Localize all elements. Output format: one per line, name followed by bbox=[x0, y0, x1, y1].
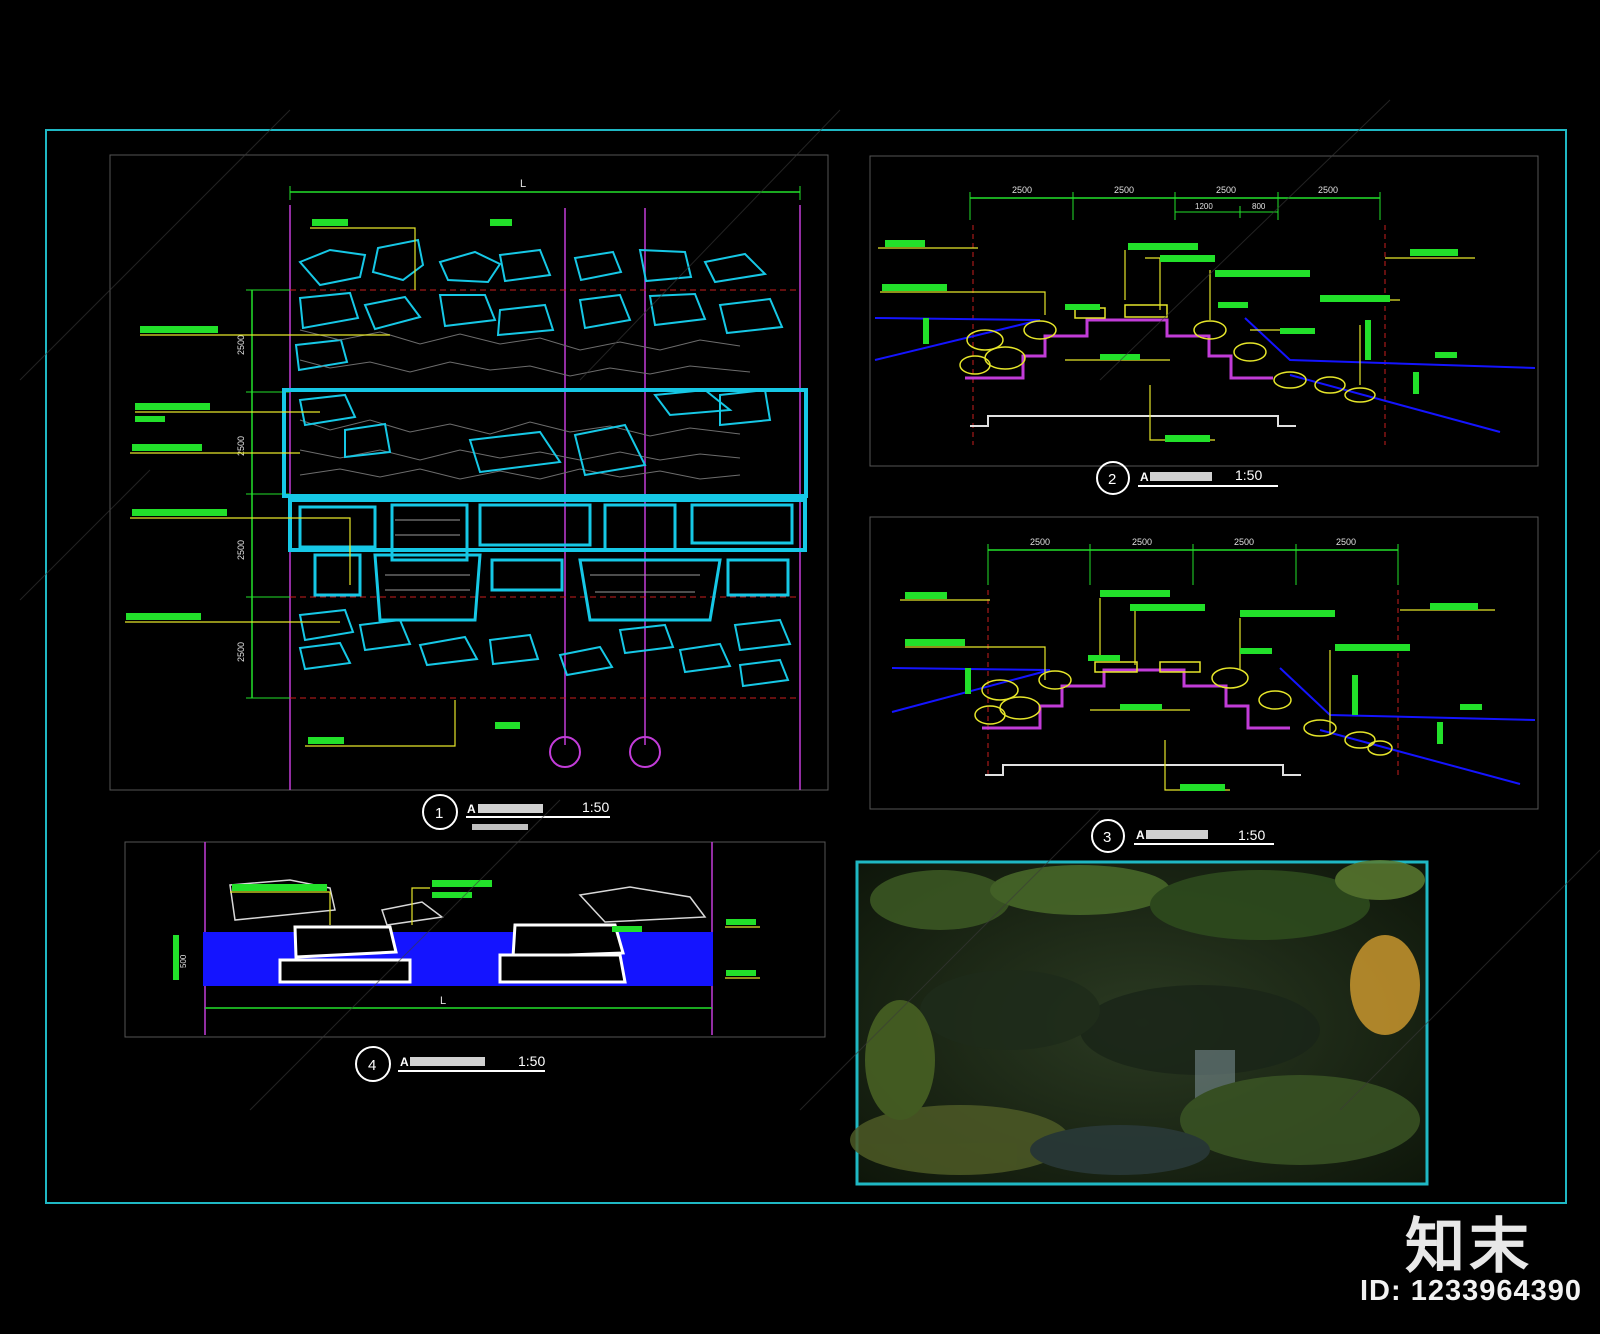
view3-title: A bbox=[1136, 828, 1145, 842]
diagonal-watermarks bbox=[19, 99, 1600, 1111]
view3-dim-3: 2500 bbox=[1234, 537, 1254, 547]
view1-dim-2: 2500 bbox=[236, 436, 246, 456]
view-3-section: 2500 2500 2500 2500 bbox=[869, 516, 1539, 810]
view1-scale: 1:50 bbox=[582, 799, 609, 815]
view2-rocks bbox=[959, 304, 1376, 403]
view-1-plan: L 2500 2500 2500 2500 bbox=[109, 154, 829, 791]
view1-dim-3: 2500 bbox=[236, 540, 246, 560]
view2-scale: 1:50 bbox=[1235, 467, 1262, 483]
view3-dim-2: 2500 bbox=[1132, 537, 1152, 547]
view3-scale: 1:50 bbox=[1238, 827, 1265, 843]
view1-number: 1 bbox=[435, 805, 443, 822]
view2-dim-2: 2500 bbox=[1114, 185, 1134, 195]
view3-dim-4: 2500 bbox=[1336, 537, 1356, 547]
reference-photo bbox=[850, 860, 1429, 1186]
view2-dim-4: 2500 bbox=[1318, 185, 1338, 195]
view2-sub-dim-2: 800 bbox=[1252, 202, 1266, 211]
view-2-title: 2 A 1:50 bbox=[1096, 461, 1278, 495]
view4-bottom-dim: L bbox=[440, 995, 446, 1007]
lower-stone-field bbox=[298, 608, 792, 688]
view3-number: 3 bbox=[1103, 829, 1111, 846]
view2-number: 2 bbox=[1108, 471, 1116, 488]
view-2-section: 2500 2500 2500 2500 1200 800 bbox=[869, 155, 1539, 467]
view1-annotations bbox=[125, 219, 520, 747]
view4-depth-dim: 500 bbox=[179, 954, 188, 968]
view-4-title: 4 A 1:50 bbox=[355, 1046, 545, 1082]
view1-border bbox=[109, 154, 829, 791]
view1-dim-4: 2500 bbox=[236, 642, 246, 662]
section-symbol-a bbox=[549, 736, 581, 768]
view4-title: A bbox=[400, 1055, 409, 1069]
view1-title: A bbox=[467, 802, 476, 816]
view2-water-left bbox=[874, 317, 1041, 361]
view4-scale: 1:50 bbox=[518, 1053, 545, 1069]
view-3-title: 3 A 1:50 bbox=[1091, 819, 1274, 853]
view2-title: A bbox=[1140, 470, 1149, 484]
section-symbol-b bbox=[629, 736, 661, 768]
sheet-frame bbox=[45, 129, 1567, 1204]
view1-dim-1: 2500 bbox=[236, 335, 246, 355]
view1-top-dim: L bbox=[520, 178, 526, 190]
view3-dim-1: 2500 bbox=[1030, 537, 1050, 547]
view2-water-right bbox=[1244, 317, 1536, 433]
pebble-infill bbox=[299, 329, 751, 480]
view2-dim-3: 2500 bbox=[1216, 185, 1236, 195]
view2-dim-1: 2500 bbox=[1012, 185, 1032, 195]
view2-sub-dim-1: 1200 bbox=[1195, 202, 1213, 211]
stone-band-blocks bbox=[288, 498, 807, 622]
stone-band-upper bbox=[282, 388, 808, 498]
image-id-label: ID: 1233964390 bbox=[1360, 1275, 1582, 1307]
brand-logo: 知末 bbox=[1405, 1212, 1533, 1282]
view-4-elevation: L 500 bbox=[124, 841, 826, 1038]
view-1-title: 1 A 1:50 bbox=[422, 794, 610, 830]
upper-stone-field bbox=[294, 238, 784, 372]
view4-number: 4 bbox=[368, 1057, 376, 1074]
